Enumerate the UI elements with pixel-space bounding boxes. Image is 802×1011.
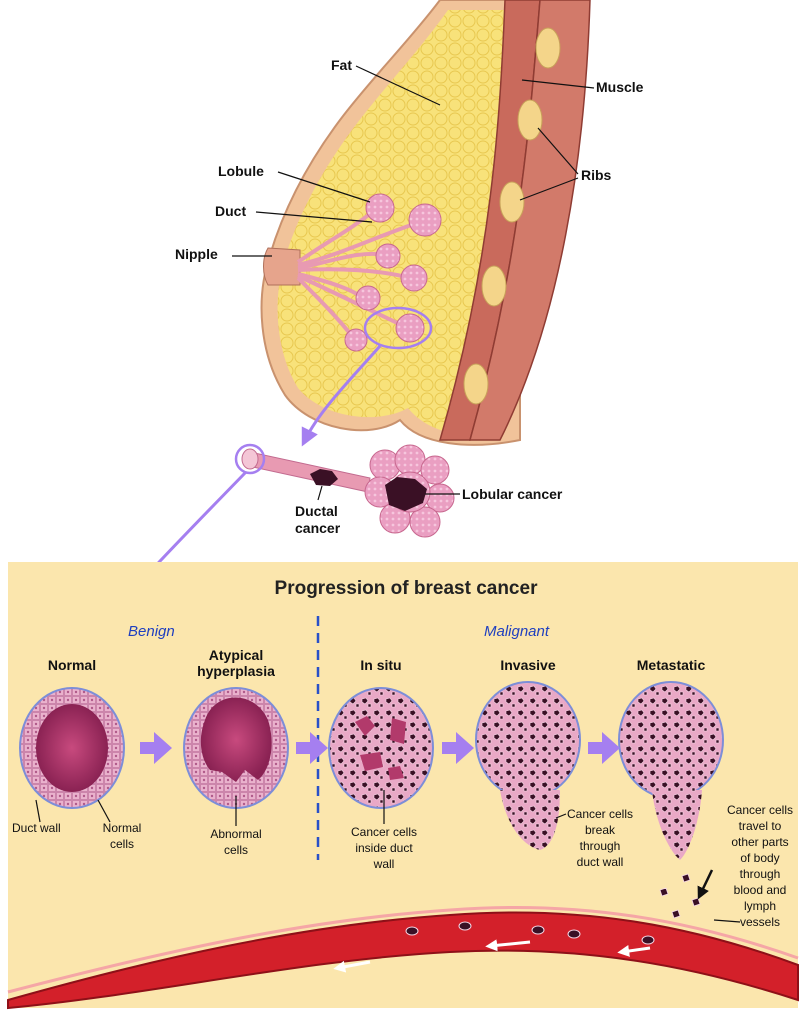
atypical-duct <box>184 688 288 808</box>
note-insitu-3: wall <box>373 857 395 871</box>
svg-text:lymph: lymph <box>744 899 776 913</box>
normal-duct <box>20 688 124 808</box>
stage-name-atypical-2: hyperplasia <box>197 663 275 679</box>
svg-text:other parts: other parts <box>731 835 788 849</box>
svg-text:blood and: blood and <box>734 883 787 897</box>
label-nipple: Nipple <box>175 246 218 262</box>
label-ductal-cancer-2: cancer <box>295 520 341 536</box>
note-invasive-2: break <box>585 823 616 837</box>
note-invasive-4: duct wall <box>577 855 624 869</box>
benign-heading: Benign <box>128 623 175 640</box>
label-lobule: Lobule <box>218 163 264 179</box>
note-duct-wall: Duct wall <box>12 821 61 835</box>
label-duct: Duct <box>215 203 246 219</box>
svg-text:through: through <box>740 867 781 881</box>
svg-text:vessels: vessels <box>740 915 780 929</box>
stage-name-metastatic: Metastatic <box>637 657 706 673</box>
stage-name-in-situ: In situ <box>360 657 401 673</box>
note-insitu-1: Cancer cells <box>351 825 417 839</box>
note-invasive-3: through <box>580 839 621 853</box>
stage-name-invasive: Invasive <box>500 657 555 673</box>
note-invasive-1: Cancer cells <box>567 807 633 821</box>
progression-panel: Progression of breast cancer Benign Mali… <box>8 562 798 1008</box>
note-abnormal-cells-1: Abnormal <box>210 827 261 841</box>
label-fat: Fat <box>331 57 352 73</box>
breast-anatomy: Fat Muscle Lobule Ribs Duct Nipple <box>175 0 644 445</box>
svg-text:travel to: travel to <box>739 819 782 833</box>
stage-name-normal: Normal <box>48 657 96 673</box>
rib <box>518 100 542 140</box>
in-situ-duct <box>329 688 433 808</box>
note-insitu-2: inside duct <box>355 841 413 855</box>
rib <box>536 28 560 68</box>
note-normal-cells-2: cells <box>110 837 134 851</box>
label-lobular-cancer: Lobular cancer <box>462 486 563 502</box>
note-abnormal-cells-2: cells <box>224 843 248 857</box>
label-muscle: Muscle <box>596 79 644 95</box>
svg-text:of body: of body <box>740 851 779 865</box>
label-ribs: Ribs <box>581 167 612 183</box>
progression-title: Progression of breast cancer <box>275 578 539 599</box>
stage-name-atypical-1: Atypical <box>209 647 263 663</box>
rib <box>482 266 506 306</box>
rib <box>464 364 488 404</box>
label-ductal-cancer-1: Ductal <box>295 503 338 519</box>
malignant-heading: Malignant <box>484 623 550 640</box>
rib <box>500 182 524 222</box>
svg-text:Cancer cells: Cancer cells <box>727 803 793 817</box>
note-normal-cells-1: Normal <box>103 821 142 835</box>
nipple <box>264 248 301 285</box>
